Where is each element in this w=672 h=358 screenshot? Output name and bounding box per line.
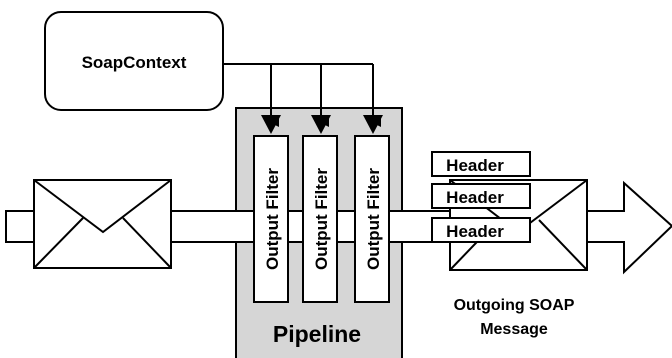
- connector-arrowheads: [261, 115, 383, 134]
- arrowhead-icon: [261, 115, 281, 134]
- header-3: Header: [431, 217, 531, 243]
- arrowhead-icon: [311, 115, 331, 134]
- output-filter-label: Output Filter: [312, 168, 331, 270]
- context-connectors: [223, 63, 381, 127]
- pipeline-label: Pipeline: [273, 321, 361, 347]
- header-1: Header: [431, 151, 531, 177]
- output-filter-2: Output Filter: [302, 135, 338, 303]
- arrowhead-icon: [363, 115, 383, 134]
- flow-arrow-head: [623, 180, 672, 275]
- header-label: Header: [446, 222, 504, 241]
- header-label: Header: [446, 188, 504, 207]
- header-label: Header: [446, 156, 504, 175]
- outgoing-message-caption-line2: Message: [480, 321, 548, 338]
- soap-context-box: [44, 11, 224, 111]
- soap-context-label: SoapContext: [82, 53, 187, 72]
- output-filter-label: Output Filter: [364, 168, 383, 270]
- output-filter-1: Output Filter: [253, 135, 289, 303]
- output-filter-3: Output Filter: [354, 135, 390, 303]
- incoming-envelope-icon: [33, 179, 172, 269]
- output-filter-label: Output Filter: [263, 168, 282, 270]
- header-2: Header: [431, 183, 531, 209]
- outgoing-message-caption-line1: Outgoing SOAP: [454, 297, 575, 314]
